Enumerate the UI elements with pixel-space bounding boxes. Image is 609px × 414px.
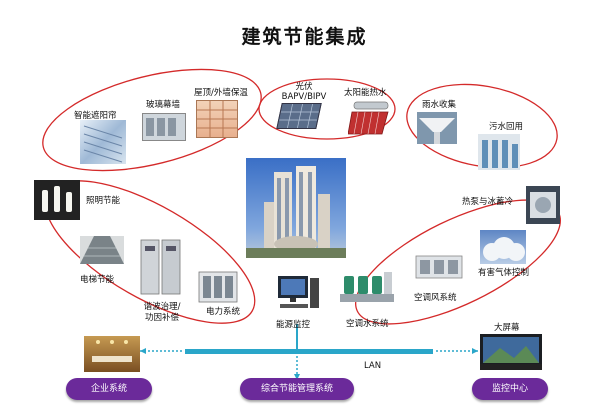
power-system-label: 电力系统: [206, 307, 241, 317]
pv-label-line2: BAPV/BIPV: [281, 92, 327, 102]
elevator-label: 电梯节能: [80, 275, 115, 285]
building-photo: [246, 158, 346, 258]
sewage-reuse-label: 污水回用: [489, 122, 524, 132]
rain-collect-label: 雨水收集: [422, 100, 457, 110]
lighting-label: 照明节能: [86, 196, 121, 206]
elevator-image: [80, 236, 124, 264]
lan-bar: [185, 349, 433, 354]
big-screen-image: [480, 334, 542, 370]
integrated-management-button[interactable]: 综合节能管理系统: [240, 378, 354, 400]
lan-label: LAN: [364, 361, 382, 371]
smart-shading-label: 智能遮阳帘: [74, 111, 117, 121]
enterprise-office-image: [84, 336, 140, 372]
energy-monitor-image: [276, 274, 320, 314]
lighting-image: [34, 180, 80, 220]
enterprise-system-button[interactable]: 企业系统: [66, 378, 152, 400]
smart-shading-image: [80, 120, 126, 164]
power-system-image: [198, 270, 238, 304]
harmful-gas-image: [480, 230, 526, 264]
group-oval-water: [406, 83, 558, 169]
sewage-reuse-image: [478, 134, 520, 170]
solar-heater-image: [348, 100, 392, 136]
integrated-arrowhead: [294, 374, 300, 380]
page-title: 建筑节能集成: [241, 26, 368, 48]
pv-panel-image: [276, 103, 322, 129]
center-arrowhead: [472, 348, 478, 354]
energy-monitor-label: 能源监控: [276, 320, 311, 330]
heatpump-label: 热泵与冰蓄冷: [462, 197, 514, 207]
roof-insulation-image: [196, 100, 238, 138]
glass-curtain-image: [142, 113, 186, 141]
harmonic-label-line2: 功因补偿: [144, 313, 179, 323]
rain-collect-image: [417, 112, 457, 144]
harmonic-label-line1: 谐波治理/: [143, 302, 181, 312]
monitor-center-button[interactable]: 监控中心: [472, 378, 548, 400]
heatpump-image: [526, 186, 560, 224]
ac-wind-label: 空调风系统: [414, 293, 457, 303]
ac-water-label: 空调水系统: [346, 319, 389, 329]
ac-wind-image: [414, 252, 464, 282]
roof-insulation-label: 屋顶/外墙保温: [194, 88, 248, 98]
glass-curtain-label: 玻璃幕墙: [146, 100, 181, 110]
solar-heat-label: 太阳能热水: [344, 88, 387, 98]
group-oval-solar: [258, 78, 396, 140]
harmonic-cabinet-image: [140, 238, 182, 296]
ac-water-image: [340, 270, 394, 304]
harmful-gas-label: 有害气体控制: [478, 268, 530, 278]
big-screen-label: 大屏幕: [494, 323, 520, 333]
enterprise-arrowhead: [140, 348, 146, 354]
pv-label-line1: 光伏: [295, 82, 313, 92]
group-oval-envelope: [42, 68, 262, 172]
